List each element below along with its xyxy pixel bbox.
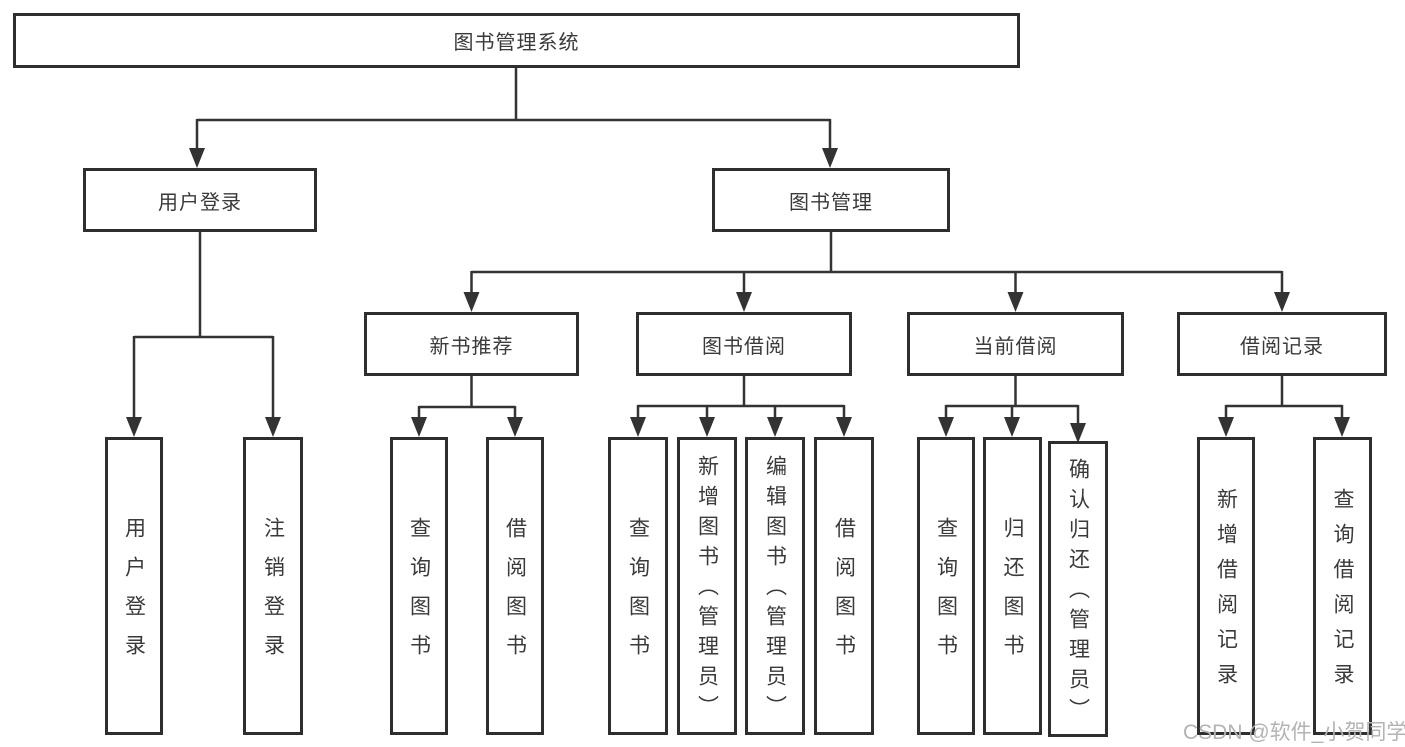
- leaf-user-login: 用户登录: [105, 437, 163, 735]
- leaf-add-books-admin-label: 新增图书（管理员）: [695, 455, 719, 725]
- root-node-label: 图书管理系统: [453, 32, 580, 54]
- leaf-recommend-query-books-label: 查询图书: [407, 517, 431, 673]
- node-book-management: 图书管理: [712, 168, 950, 232]
- leaf-return-books: 归还图书: [983, 437, 1042, 735]
- leaf-query-borrow-record-label: 查询借阅记录: [1331, 488, 1354, 698]
- leaf-borrowing-borrow-books-label: 借阅图书: [832, 517, 856, 673]
- node-user-login-label: 用户登录: [158, 191, 242, 214]
- node-borrow-records-label: 借阅记录: [1240, 335, 1324, 358]
- leaf-add-borrow-record-label: 新增借阅记录: [1214, 488, 1238, 698]
- node-current-borrowing-label: 当前借阅: [973, 335, 1058, 358]
- leaf-logout: 注销登录: [243, 437, 303, 735]
- leaf-borrowing-query-books: 查询图书: [608, 437, 668, 735]
- csdn-watermark: CSDN @软件_小贺同学: [1183, 721, 1405, 744]
- leaf-edit-books-admin: 编辑图书（管理员）: [745, 437, 805, 735]
- leaf-recommend-borrow-books: 借阅图书: [486, 437, 544, 735]
- leaf-add-books-admin: 新增图书（管理员）: [677, 437, 737, 735]
- leaf-query-borrow-record: 查询借阅记录: [1313, 437, 1372, 735]
- node-current-borrowing: 当前借阅: [907, 312, 1124, 376]
- leaf-current-query-books: 查询图书: [917, 437, 975, 735]
- leaf-edit-books-admin-label: 编辑图书（管理员）: [763, 455, 787, 725]
- node-book-borrowing: 图书借阅: [636, 312, 852, 376]
- leaf-user-login-label: 用户登录: [122, 517, 146, 673]
- node-book-borrowing-label: 图书借阅: [702, 335, 786, 358]
- root-node: 图书管理系统: [13, 13, 1020, 68]
- node-new-book-recommend: 新书推荐: [364, 312, 579, 376]
- leaf-logout-label: 注销登录: [261, 517, 285, 673]
- leaf-borrowing-borrow-books: 借阅图书: [814, 437, 874, 735]
- node-book-management-label: 图书管理: [789, 191, 873, 214]
- node-user-login: 用户登录: [83, 168, 317, 232]
- leaf-confirm-return-admin: 确认归还（管理员）: [1048, 441, 1108, 737]
- node-new-book-recommend-label: 新书推荐: [429, 335, 514, 358]
- node-borrow-records: 借阅记录: [1177, 312, 1387, 376]
- leaf-current-query-books-label: 查询图书: [934, 517, 958, 673]
- leaf-add-borrow-record: 新增借阅记录: [1197, 437, 1255, 735]
- leaf-recommend-query-books: 查询图书: [390, 437, 448, 735]
- leaf-borrowing-query-books-label: 查询图书: [626, 517, 650, 673]
- leaf-confirm-return-admin-label: 确认归还（管理员）: [1066, 458, 1090, 728]
- leaf-return-books-label: 归还图书: [1001, 517, 1024, 673]
- leaf-recommend-borrow-books-label: 借阅图书: [503, 517, 527, 673]
